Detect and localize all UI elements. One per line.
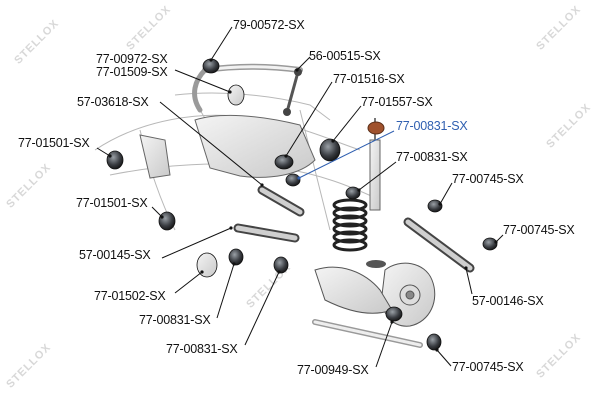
leader-77-01501-a — [96, 147, 111, 157]
subframe-body — [139, 114, 316, 179]
leader-77-00949 — [375, 321, 393, 368]
bushing-77-00949 — [385, 306, 403, 322]
leader-77-00831-top — [298, 130, 395, 179]
leader-dots — [108, 58, 498, 352]
label-77-01509: 77-01509-SX — [96, 65, 168, 79]
coil-spring — [332, 198, 368, 252]
leader-77-00745-b — [495, 234, 504, 243]
spring-seat — [366, 260, 386, 268]
leader-77-00745-a — [439, 182, 453, 205]
bushing-77-00745-b — [482, 237, 498, 251]
label-57-03618: 57-03618-SX — [77, 95, 149, 109]
bushing-77-00745-c — [426, 333, 442, 351]
leader-77-00745-c — [436, 349, 452, 367]
bushings — [106, 58, 498, 351]
stabilizer-link — [283, 68, 302, 116]
label-77-01516: 77-01516-SX — [333, 72, 405, 86]
leader-77-01501-b — [151, 206, 163, 218]
bump-stop — [367, 121, 385, 135]
shock-absorber — [367, 118, 385, 211]
label-77-00972: 77-00972-SX — [96, 52, 168, 66]
label-56-00515: 56-00515-SX — [309, 49, 381, 63]
leader-77-00831-mid — [358, 161, 397, 191]
bushing-77-01501-a — [106, 150, 124, 170]
label-77-00745-a: 77-00745-SX — [452, 172, 524, 186]
lower-control-arm-right — [403, 217, 475, 273]
label-77-01557: 77-01557-SX — [361, 95, 433, 109]
bushing-77-01557 — [319, 138, 341, 162]
leader-57-00146 — [465, 267, 473, 295]
bushing-77-00831-d — [273, 256, 289, 274]
lower-transverse-link — [312, 319, 423, 348]
label-77-00745-c: 77-00745-SX — [452, 360, 524, 374]
label-77-00949: 77-00949-SX — [297, 363, 369, 377]
label-77-01501-b: 77-01501-SX — [76, 196, 148, 210]
leader-77-01557 — [332, 105, 362, 142]
bushing-77-00745-a — [427, 199, 443, 213]
label-57-00146: 57-00146-SX — [472, 294, 544, 308]
label-77-01501-a: 77-01501-SX — [18, 136, 90, 150]
lower-trailing-arm — [314, 266, 393, 314]
label-77-01502: 77-01502-SX — [94, 289, 166, 303]
bushing-77-00831-c — [228, 248, 244, 266]
bushing-77-01516 — [274, 154, 294, 170]
label-77-00745-b: 77-00745-SX — [503, 223, 575, 237]
label-77-00831-c: 77-00831-SX — [139, 313, 211, 327]
label-77-00831-mid: 77-00831-SX — [396, 150, 468, 164]
bushing-77-00831-mid — [345, 186, 361, 200]
leader-77-00831-d — [244, 271, 280, 346]
leader-57-03618 — [159, 101, 263, 186]
label-77-00831-d: 77-00831-SX — [166, 342, 238, 356]
leader-77-01502 — [174, 271, 203, 294]
bushing-77-00831-top — [285, 173, 301, 187]
leader-77-00831-c — [216, 263, 235, 319]
leader-lines — [96, 26, 504, 368]
leader-77-00972 — [174, 69, 231, 93]
upper-control-arm — [257, 185, 305, 217]
bushing-77-01501-b — [158, 211, 176, 231]
leader-56-00515 — [296, 56, 311, 71]
leader-79-00572 — [210, 26, 233, 61]
label-57-00145: 57-00145-SX — [79, 248, 151, 262]
lower-control-arm-left — [233, 223, 300, 243]
bushing-77-00972 — [227, 84, 245, 106]
label-79-00572: 79-00572-SX — [233, 18, 305, 32]
label-77-00831-highlight: 77-00831-SX — [396, 119, 468, 133]
leader-57-00145 — [161, 227, 232, 259]
leader-77-01516 — [285, 81, 333, 157]
